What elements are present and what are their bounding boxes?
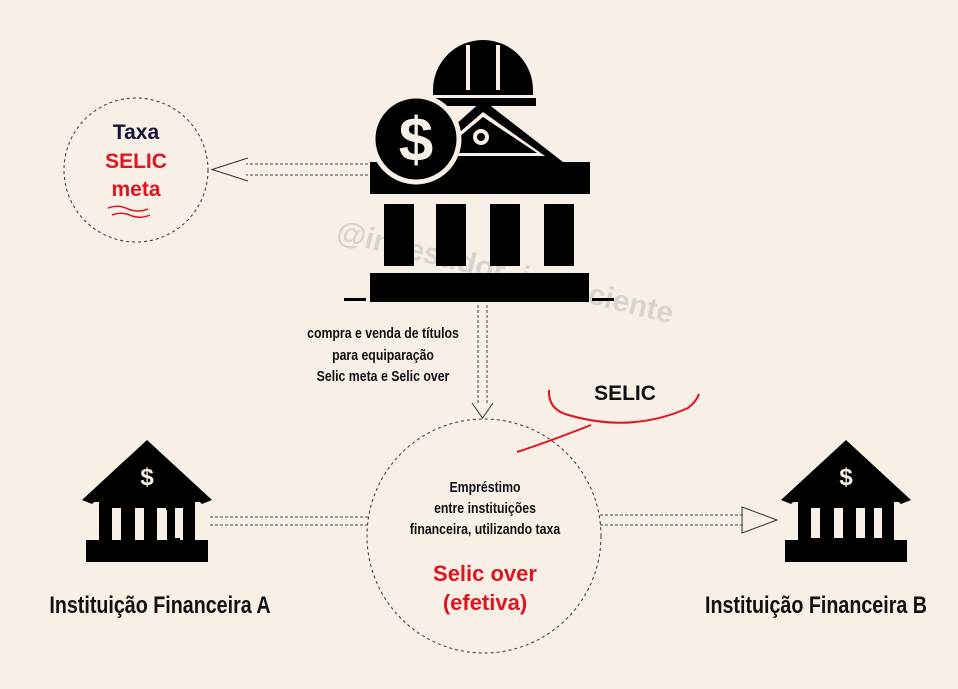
central-bank-icon bbox=[344, 40, 614, 302]
bank-b-dollar: $ bbox=[839, 464, 853, 491]
meta-label-meta: meta bbox=[111, 178, 161, 201]
arrow-bank-a-to-center bbox=[210, 516, 368, 526]
center-line2: entre instituições bbox=[434, 500, 536, 517]
red-underline-annotation bbox=[516, 389, 700, 453]
central-bank-dollar: $ bbox=[399, 106, 433, 175]
arrow-center-to-bank-b bbox=[600, 506, 779, 534]
arrow-to-meta bbox=[210, 157, 368, 182]
arrow-to-center bbox=[471, 305, 494, 419]
arrow-label-line1: compra e venda de títulos bbox=[307, 325, 459, 342]
meta-label-selic: SELIC bbox=[105, 150, 167, 173]
center-highlight-efetiva: (efetiva) bbox=[442, 590, 528, 615]
bank-a-dollar: $ bbox=[140, 464, 154, 491]
selic-meta-circle bbox=[63, 97, 209, 243]
bank-b-icon bbox=[781, 440, 911, 562]
dollar-coin-icon bbox=[370, 93, 462, 185]
bank-a-icon bbox=[82, 440, 212, 562]
bank-b-label: Instituição Financeira B bbox=[704, 592, 927, 619]
selic-over-circle bbox=[366, 418, 602, 654]
bank-a-label: Instituição Financeira A bbox=[49, 592, 271, 619]
meta-label-taxa: Taxa bbox=[112, 121, 160, 144]
red-squiggle bbox=[107, 205, 151, 219]
center-line3: financeira, utilizando taxa bbox=[409, 521, 561, 538]
center-line1: Empréstimo bbox=[449, 479, 521, 496]
arrow-label-line2: para equiparação bbox=[332, 347, 434, 364]
arrow-label-line3: Selic meta e Selic over bbox=[316, 368, 450, 385]
center-highlight-selic-over: Selic over bbox=[433, 561, 537, 586]
selic-annotation: SELIC bbox=[594, 382, 656, 405]
